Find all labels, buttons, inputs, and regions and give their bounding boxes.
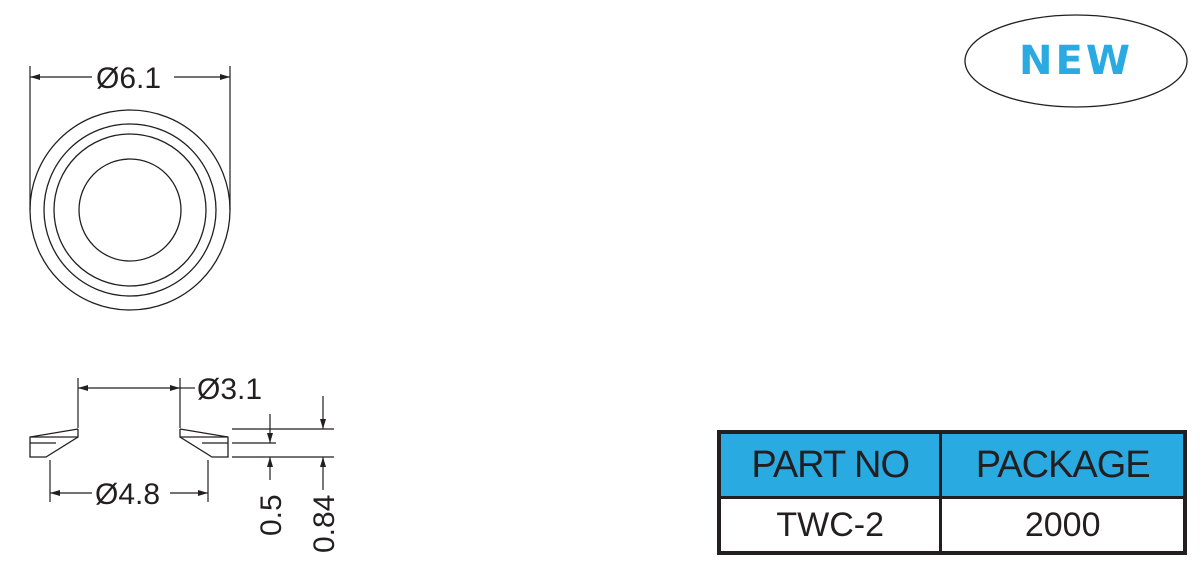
flange-thickness-label: 0.5 <box>255 494 288 536</box>
header-part-no: PART NO <box>717 430 943 499</box>
inner-ring-circle <box>53 133 207 287</box>
flange-diameter-label: Ø4.8 <box>95 478 160 511</box>
new-badge-label: NEW <box>1019 38 1133 84</box>
bore-diameter-label: Ø3.1 <box>197 373 262 406</box>
new-badge: NEW <box>964 14 1188 108</box>
outer-circle <box>29 109 231 311</box>
overall-thickness-label: 0.84 <box>308 495 341 553</box>
top-diameter-dimension <box>29 66 231 210</box>
bore-circle <box>78 158 182 262</box>
middle-circle <box>43 123 217 297</box>
flange-diameter-dimension <box>49 460 209 502</box>
thickness-extension-lines <box>232 428 334 458</box>
top-view <box>29 109 231 311</box>
table-row: TWC-2 2000 <box>717 496 1187 555</box>
new-badge-outline <box>964 14 1188 108</box>
top-diameter-label: Ø6.1 <box>96 62 161 95</box>
header-package: PACKAGE <box>939 430 1187 499</box>
cell-package: 2000 <box>939 496 1187 555</box>
cell-part-no: TWC-2 <box>717 496 943 555</box>
spec-table: PART NO PACKAGE TWC-2 2000 <box>717 430 1187 555</box>
side-view <box>29 428 229 458</box>
bore-diameter-dimension <box>77 378 195 428</box>
table-header-row: PART NO PACKAGE <box>717 430 1187 499</box>
